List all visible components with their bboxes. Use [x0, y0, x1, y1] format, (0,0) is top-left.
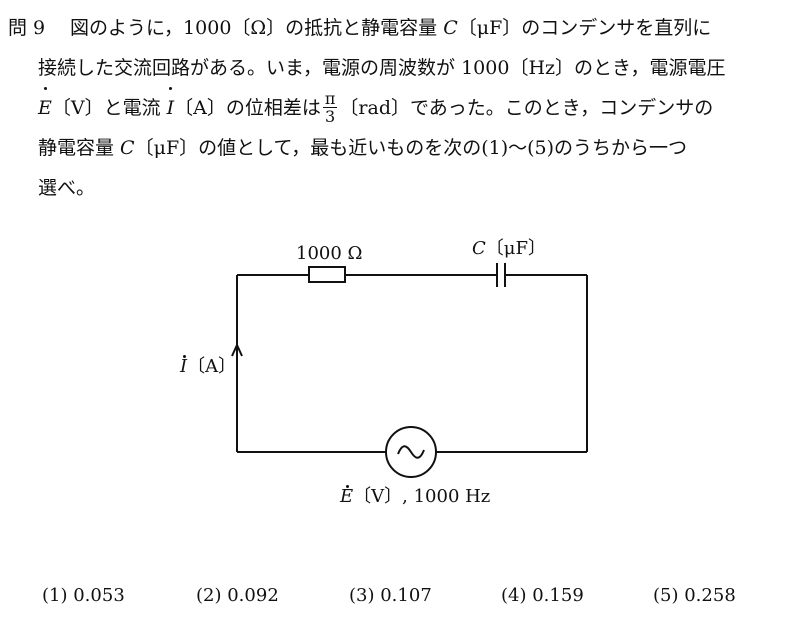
current-arrow-icon [231, 342, 243, 357]
question-line-2: 接続した交流回路がある。いま，電源の周波数が 1000〔Hz〕のとき，電源電圧 [38, 57, 726, 79]
answer-choices: (1) 0.053 (2) 0.092 (3) 0.107 (4) 0.159 … [0, 585, 811, 615]
question-number: 問 9 [8, 17, 46, 39]
current-phasor-symbol: I [167, 87, 174, 128]
question-line-4: 静電容量 C〔μF〕の値として，最も近いものを次の(1)〜(5)のうちから一つ [38, 137, 688, 159]
answer-choice-2[interactable]: (2) 0.092 [196, 585, 279, 606]
capacitor-label: C〔μF〕 [472, 238, 546, 259]
answer-choice-3[interactable]: (3) 0.107 [349, 585, 432, 606]
source-label: E〔V〕, 1000 Hz [340, 485, 491, 507]
sine-wave-icon [397, 445, 425, 459]
resistor-label: 1000 Ω [296, 243, 363, 264]
answer-choice-1[interactable]: (1) 0.053 [42, 585, 125, 606]
resistor-symbol [308, 266, 346, 283]
capacitance-symbol: C [443, 17, 458, 39]
current-label: I〔A〕 [180, 355, 237, 377]
voltage-phasor-symbol: E [38, 87, 52, 128]
answer-choice-4[interactable]: (4) 0.159 [501, 585, 584, 606]
question-line-5: 選べ。 [38, 177, 96, 199]
answer-choice-5[interactable]: (5) 0.258 [653, 585, 736, 606]
